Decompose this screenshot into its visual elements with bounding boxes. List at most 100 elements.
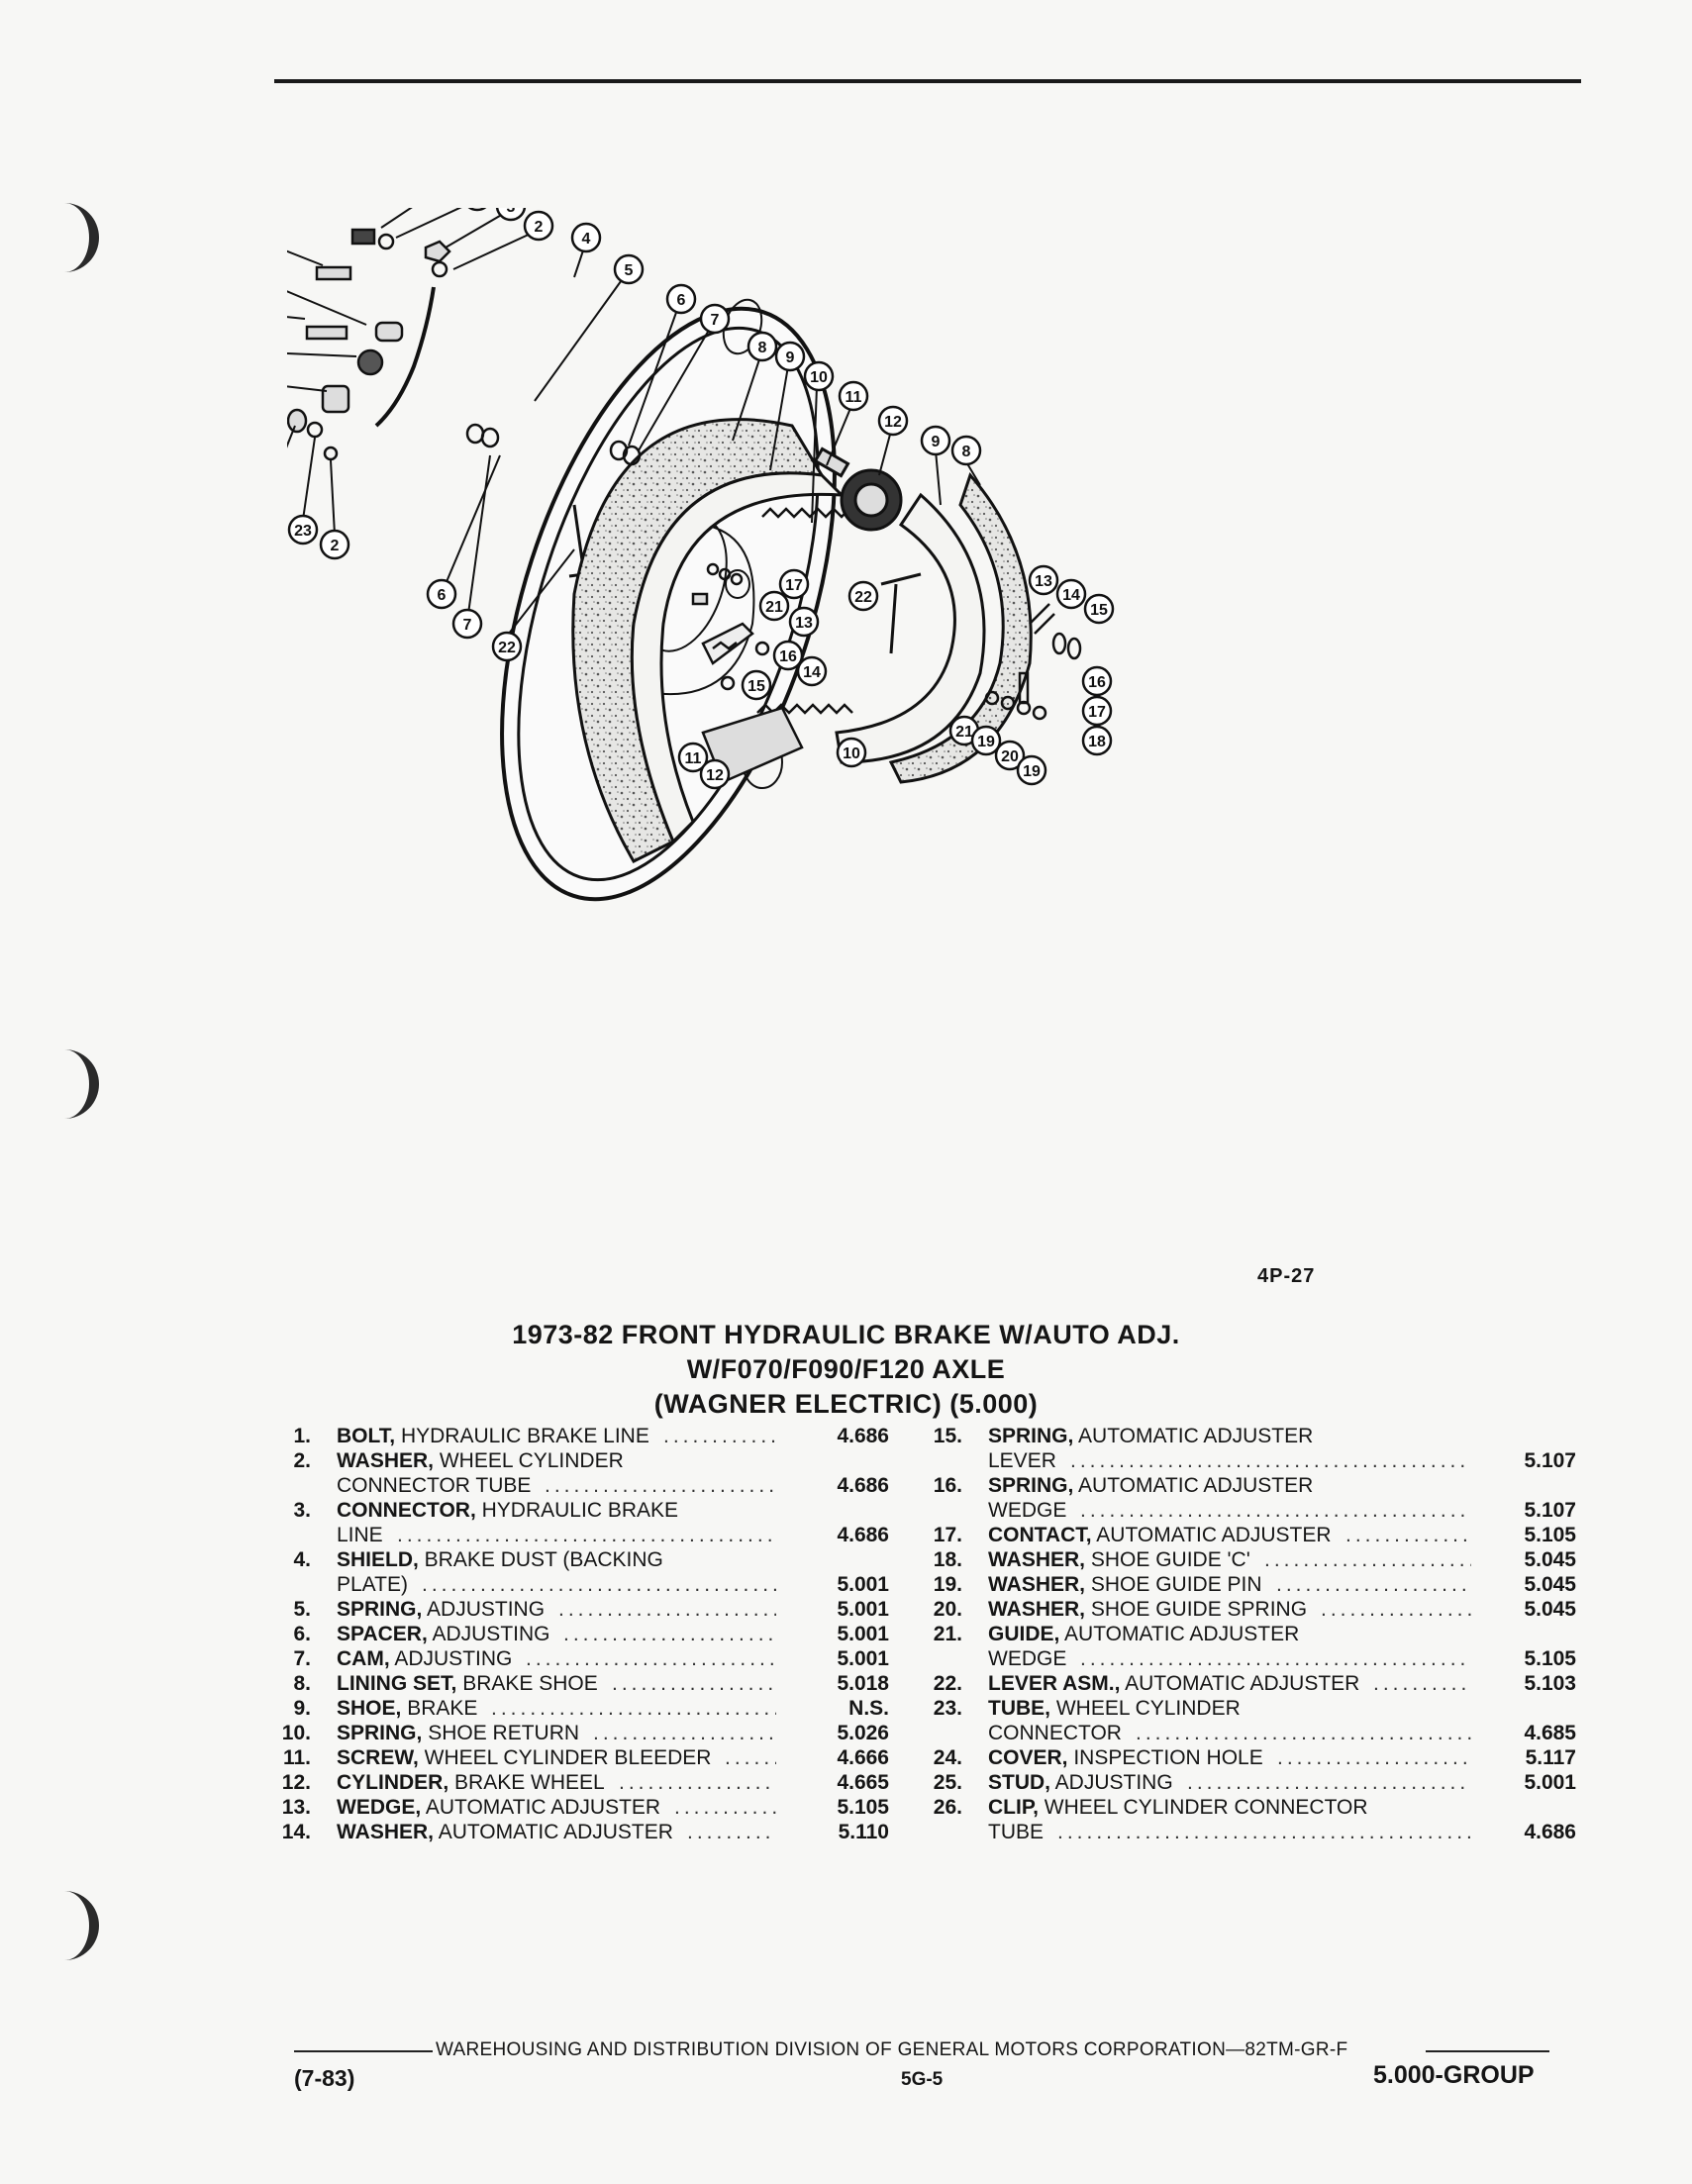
part-group-ref: 4.686 (837, 1474, 889, 1497)
part-row: 5.SPRING, ADJUSTING.....................… (269, 1597, 903, 1622)
binder-hole-bottom (50, 1891, 99, 1960)
part-name: WASHER, SHOE GUIDE SPRING (988, 1598, 1308, 1621)
part-group-ref: 5.103 (1524, 1672, 1576, 1695)
part-row: 15.SPRING, AUTOMATIC ADJUSTER (921, 1424, 1584, 1448)
callout-17: 17 (785, 577, 803, 594)
part-group-ref: 5.001 (837, 1647, 889, 1670)
part-name: WEDGE (988, 1499, 1067, 1522)
part-group-ref: 5.026 (837, 1722, 889, 1744)
part-name: STUD, ADJUSTING (988, 1771, 1173, 1794)
callout-11: 11 (685, 750, 702, 767)
footer-date: (7-83) (294, 2065, 355, 2091)
part-name: LINING SET, BRAKE SHOE (337, 1672, 598, 1695)
part-row: 14.WASHER, AUTOMATIC ADJUSTER...........… (269, 1820, 903, 1844)
part-group-ref: 5.105 (1524, 1647, 1576, 1670)
part-number: 8. (293, 1672, 311, 1695)
part-group-ref: 4.665 (837, 1771, 889, 1794)
dot-leader: ........................................… (1277, 1746, 1471, 1769)
part-number: 12. (281, 1771, 311, 1794)
callout-14: 14 (1062, 587, 1080, 604)
dot-leader: ........................................… (545, 1474, 776, 1497)
part-name: CONNECTOR TUBE (337, 1474, 532, 1497)
dot-leader: ........................................… (687, 1821, 776, 1843)
small-parts-right (984, 603, 1082, 721)
part-name: WASHER, WHEEL CYLINDER (337, 1449, 624, 1472)
title-line-1: 1973-82 FRONT HYDRAULIC BRAKE W/AUTO ADJ… (512, 1320, 1180, 1349)
part-row: 12.CYLINDER, BRAKE WHEEL................… (269, 1770, 903, 1795)
part-group-ref: 5.107 (1524, 1449, 1576, 1472)
callout-bubbles: 1232456789101112982526255241232326722172… (287, 208, 1115, 790)
part-number: 4. (293, 1548, 311, 1571)
footer-group: 5.000-GROUP (1373, 2061, 1535, 2089)
part-row: 19.WASHER, SHOE GUIDE PIN...............… (921, 1572, 1584, 1597)
figure-number: 4P-27 (1257, 1265, 1316, 1287)
dot-leader: ........................................… (663, 1425, 776, 1447)
callout-9: 9 (932, 434, 941, 450)
part-group-ref: 4.686 (837, 1425, 889, 1447)
footer-rule-right (1426, 2050, 1549, 2052)
part-row: 8. LINING SET, BRAKE SHOE................… (269, 1671, 903, 1696)
callout-10: 10 (843, 745, 860, 762)
part-group-ref: 4.666 (837, 1746, 889, 1769)
dot-leader: ........................................… (491, 1697, 776, 1720)
brake-shoe-left (571, 418, 846, 863)
part-row: 11.SCREW, WHEEL CYLINDER BLEEDER........… (269, 1745, 903, 1770)
part-number: 9. (293, 1697, 311, 1720)
callout-13: 13 (1035, 573, 1052, 590)
small-parts-center (465, 423, 770, 691)
dot-leader: ........................................… (612, 1672, 776, 1695)
part-number: 23. (933, 1697, 962, 1720)
dot-leader: ........................................… (674, 1796, 776, 1819)
dot-leader: ........................................… (1345, 1524, 1471, 1546)
part-name: LEVER (988, 1449, 1056, 1472)
dot-leader: ........................................… (1264, 1548, 1471, 1571)
part-number: 5. (293, 1598, 311, 1621)
part-row: 26.CLIP, WHEEL CYLINDER CONNECTOR (921, 1795, 1584, 1820)
callout-6: 6 (438, 587, 447, 604)
dot-leader: ........................................… (1276, 1573, 1471, 1596)
part-number: 14. (281, 1821, 311, 1843)
dot-leader: ........................................… (558, 1598, 776, 1621)
part-group-ref: 5.117 (1525, 1746, 1576, 1769)
callout-6: 6 (677, 292, 686, 309)
part-row: 4. SHIELD, BRAKE DUST (BACKING (269, 1547, 903, 1572)
part-name: SCREW, WHEEL CYLINDER BLEEDER (337, 1746, 712, 1769)
part-group-ref: 5.110 (838, 1821, 889, 1843)
part-row: LINE....................................… (269, 1523, 903, 1547)
part-name: TUBE, WHEEL CYLINDER (988, 1697, 1241, 1720)
part-number: 24. (933, 1746, 962, 1769)
part-name: CONTACT, AUTOMATIC ADJUSTER (988, 1524, 1332, 1546)
part-name: SPRING, SHOE RETURN (337, 1722, 580, 1744)
callout-12: 12 (706, 767, 724, 784)
part-number: 25. (933, 1771, 962, 1794)
part-name: SHIELD, BRAKE DUST (BACKING (337, 1548, 663, 1571)
dot-leader: ........................................… (619, 1771, 776, 1794)
callout-19: 19 (1023, 763, 1041, 780)
callout-leaders (287, 208, 981, 640)
dot-leader: ........................................… (422, 1573, 776, 1596)
part-group-ref: N.S. (848, 1697, 889, 1720)
callout-3: 3 (507, 208, 516, 216)
callout-2: 2 (331, 538, 340, 554)
footer-page: 5G-5 (901, 2069, 944, 2090)
part-row: 24.COVER, INSPECTION HOLE...............… (921, 1745, 1584, 1770)
part-number: 22. (933, 1672, 962, 1695)
part-group-ref: 5.001 (837, 1598, 889, 1621)
part-name: GUIDE, AUTOMATIC ADJUSTER (988, 1623, 1300, 1645)
part-group-ref: 5.001 (1524, 1771, 1576, 1794)
footer-division: WAREHOUSING AND DISTRIBUTION DIVISION OF… (436, 2039, 1348, 2060)
callout-16: 16 (779, 648, 797, 665)
part-group-ref: 5.018 (837, 1672, 889, 1695)
part-number: 13. (281, 1796, 311, 1819)
part-row: 22.LEVER ASM., AUTOMATIC ADJUSTER.......… (921, 1671, 1584, 1696)
part-name: WEDGE, AUTOMATIC ADJUSTER (337, 1796, 661, 1819)
part-number: 10. (281, 1722, 311, 1744)
part-group-ref: 5.045 (1524, 1573, 1576, 1596)
part-number: 19. (933, 1573, 962, 1596)
callout-10: 10 (810, 369, 828, 386)
part-row: 10.SPRING, SHOE RETURN..................… (269, 1721, 903, 1745)
adjuster-lever-right (880, 572, 922, 654)
callout-7: 7 (463, 617, 472, 634)
part-row: WEDGE...................................… (921, 1646, 1584, 1671)
